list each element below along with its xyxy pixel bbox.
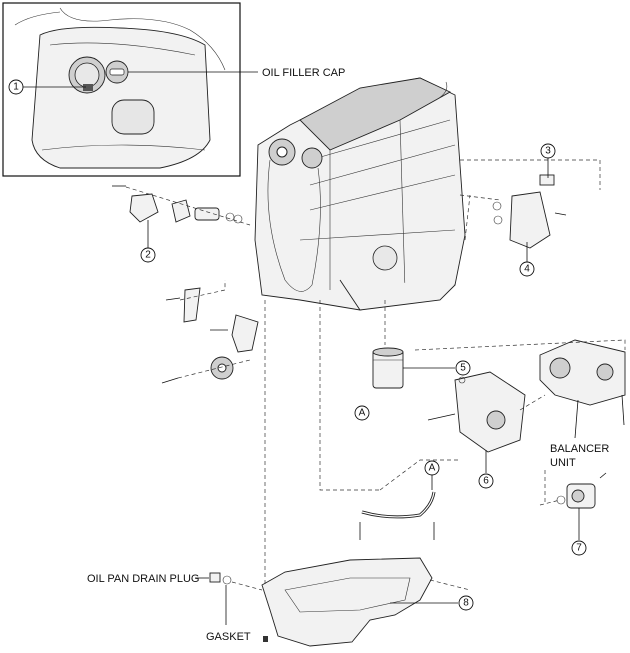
balancer-unit: [414, 339, 626, 426]
callout-5: 5: [455, 360, 471, 376]
drain-plug-gasket: [209, 572, 263, 591]
svg-text:3: 3: [545, 146, 551, 157]
gasket-label: GASKET: [206, 631, 251, 643]
svg-text:2: 2: [145, 250, 151, 261]
reference-mark-a-right: A: [424, 460, 440, 476]
svg-text:4: 4: [524, 264, 530, 275]
callout-3: 3: [540, 143, 556, 159]
svg-text:8: 8: [463, 598, 469, 609]
svg-text:A: A: [429, 463, 436, 474]
callout-8: 8: [458, 595, 474, 611]
reference-mark-a-left: A: [354, 405, 370, 421]
callout-4: 4: [519, 261, 535, 277]
svg-text:A: A: [359, 408, 366, 419]
oil-pan-drain-plug-label: OIL PAN DRAIN PLUG: [87, 573, 199, 585]
callout-6: 6: [478, 473, 494, 489]
balancer-unit-label-line2: UNIT: [550, 457, 576, 469]
callout-7: 7: [571, 540, 587, 556]
tensioner-assembly: [112, 185, 251, 226]
oil-filler-cap-label: OIL FILLER CAP: [262, 67, 345, 79]
callout-1: 1: [8, 79, 24, 95]
svg-text:5: 5: [460, 363, 466, 374]
chain-guide-sprockets: [161, 280, 259, 384]
inset-engine-cover: [2, 2, 241, 177]
svg-text:6: 6: [483, 476, 489, 487]
strainer-pump: [539, 470, 607, 509]
oil-pan: [261, 300, 471, 647]
callout-2: 2: [140, 247, 156, 263]
svg-text:1: 1: [13, 82, 19, 93]
oil-pump: [427, 366, 526, 453]
oil-filter: [372, 300, 404, 389]
oil-pipe: [319, 300, 460, 540]
front-cover-parts: [459, 159, 601, 249]
balancer-unit-label-line1: BALANCER: [550, 443, 609, 455]
engine-block: [254, 77, 466, 311]
svg-text:7: 7: [576, 543, 582, 554]
